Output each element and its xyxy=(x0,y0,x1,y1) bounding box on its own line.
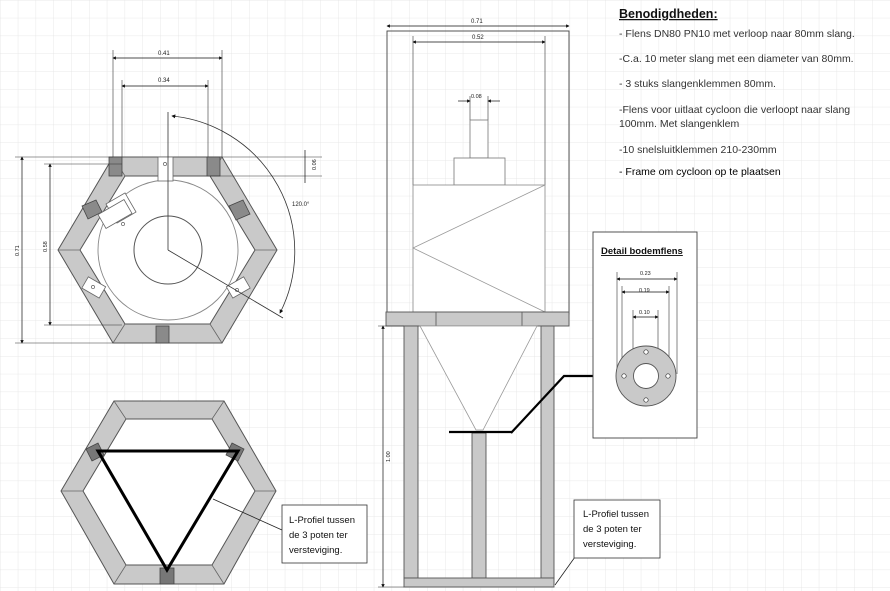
frame-bottom-brace xyxy=(403,577,555,588)
requirement-item: - Frame om cycloon op te plaatsen xyxy=(619,166,781,178)
cyclone-body xyxy=(412,184,546,313)
frame-leg xyxy=(471,432,487,579)
dim-wall: 0.06 xyxy=(312,159,318,170)
requirements-list: Benodigdheden: - Flens DN80 PN10 met ver… xyxy=(619,7,855,178)
requirement-item: 100mm. Met slangenklem xyxy=(619,118,739,130)
detail-bottom-flange: Detail bodemflens 0.23 0.19 0.10 xyxy=(592,231,698,439)
frame-leg xyxy=(540,325,555,579)
flange-hole xyxy=(633,363,659,389)
requirement-item: -10 snelsluitklemmen 210-230mm xyxy=(619,144,777,156)
side-view: 0.71 0.52 0.08 1.00 xyxy=(378,19,661,588)
callout-box xyxy=(573,499,661,559)
outlet-collar xyxy=(453,157,506,186)
callout-line: L-Profiel tussen xyxy=(289,515,355,526)
dim-outer-height: 0.71 xyxy=(15,245,21,256)
dim-flange-inner: 0.10 xyxy=(639,310,650,316)
cyclone-cone xyxy=(419,325,538,431)
requirement-item: - 3 stuks slangenklemmen 80mm. xyxy=(619,78,776,90)
l-profile-brace xyxy=(95,449,241,573)
dim-leg-height: 1.00 xyxy=(386,451,392,462)
dim-inner-width: 0.34 xyxy=(158,78,170,84)
dim-cyclone-width: 0.52 xyxy=(472,35,484,41)
leg-block xyxy=(206,156,221,177)
dim-flange-outer: 0.23 xyxy=(640,271,651,277)
frame-leg xyxy=(403,325,419,579)
dim-bolt-circle: 0.19 xyxy=(639,288,650,294)
dim-angle: 120.0° xyxy=(292,202,310,208)
detail-title: Detail bodemflens xyxy=(601,246,683,257)
callout-box xyxy=(281,504,368,564)
dim-inner-height: 0.58 xyxy=(43,241,49,252)
top-view: 120.0° 0.41 0.34 0.06 0.71 0.58 xyxy=(15,50,322,344)
leg-block xyxy=(155,325,170,344)
outlet-pipe xyxy=(469,119,489,159)
dim-outlet-width: 0.08 xyxy=(471,94,482,100)
callout-line: versteviging. xyxy=(289,545,342,556)
callout-line: L-Profiel tussen xyxy=(583,509,649,520)
dim-outer-width: 0.41 xyxy=(158,51,170,57)
leg-block xyxy=(108,156,123,177)
requirement-item: -Flens voor uitlaat cycloon die verloopt… xyxy=(619,104,850,116)
frame-top-plate xyxy=(385,311,570,327)
requirements-heading: Benodigdheden: xyxy=(619,7,718,21)
callout-line: de 3 poten ter xyxy=(289,530,348,541)
dim-total-width: 0.71 xyxy=(471,19,483,25)
callout-line: versteviging. xyxy=(583,539,636,550)
requirement-item: -C.a. 10 meter slang met een diameter va… xyxy=(619,53,854,65)
bottom-view: L-Profiel tussen de 3 poten ter verstevi… xyxy=(60,400,368,585)
detail-box xyxy=(592,231,698,439)
callout-line: de 3 poten ter xyxy=(583,524,642,535)
requirement-item: - Flens DN80 PN10 met verloop naar 80mm … xyxy=(619,28,855,40)
